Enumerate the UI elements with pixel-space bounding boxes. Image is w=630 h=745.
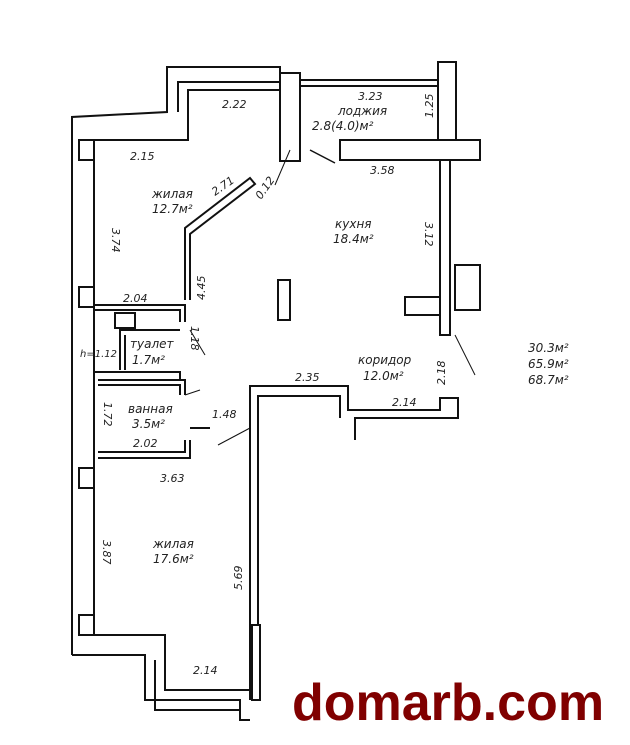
room-name: лоджия xyxy=(337,104,387,118)
room-area: 1.7м² xyxy=(132,353,165,367)
dimension: 2.71 xyxy=(209,174,237,199)
area-totals: 30.3м² 65.9м² 68.7м² xyxy=(528,341,569,387)
dimension: 2.35 xyxy=(295,371,320,384)
total-area-with-loggia: 68.7м² xyxy=(528,373,569,387)
room-name: туалет xyxy=(130,337,174,351)
dimension: 1.48 xyxy=(212,408,237,421)
dimension: 3.87 xyxy=(100,540,113,565)
dimension: 5.69 xyxy=(232,566,245,591)
room-area: 3.5м² xyxy=(132,417,165,431)
room-area: 18.4м² xyxy=(333,232,374,246)
dimension: 2.02 xyxy=(133,437,158,450)
dimension: 4.45 xyxy=(195,276,208,301)
dimension: 1.18 xyxy=(188,326,201,351)
dimension: 2.18 xyxy=(435,361,448,386)
room-name: жилая xyxy=(152,537,194,551)
room-labels: лоджия 2.8(4.0)м² жилая 12.7м² кухня 18.… xyxy=(128,104,412,566)
room-area: 17.6м² xyxy=(153,552,194,566)
dimension: 1.72 xyxy=(101,402,114,427)
dimension: h=1.12 xyxy=(80,349,117,360)
total-area: 65.9м² xyxy=(528,357,569,371)
dimension: 0.12 xyxy=(253,174,278,202)
room-area: 12.7м² xyxy=(152,202,193,216)
watermark-logo: domarb.com xyxy=(292,674,604,732)
dimension: 3.23 xyxy=(358,90,383,103)
dimension: 3.74 xyxy=(109,228,122,253)
room-area: 2.8(4.0)м² xyxy=(312,119,374,133)
living-area-total: 30.3м² xyxy=(528,341,569,355)
dimension: 3.12 xyxy=(422,222,435,247)
dimension: 3.58 xyxy=(370,164,395,177)
dimension: 2.14 xyxy=(392,396,417,409)
dimension: 2.04 xyxy=(123,292,148,305)
dimension: 2.15 xyxy=(130,150,155,163)
walls xyxy=(71,61,481,721)
dimension: 2.14 xyxy=(193,664,218,677)
dimension: 1.25 xyxy=(423,94,436,119)
dimension: 2.22 xyxy=(222,98,247,111)
room-name: кухня xyxy=(335,217,372,231)
dimension-labels: 2.22 3.23 1.25 2.15 3.58 2.71 0.12 3.74 … xyxy=(80,90,448,677)
room-area: 12.0м² xyxy=(363,369,404,383)
room-name: ванная xyxy=(128,402,173,416)
dimension: 3.63 xyxy=(160,472,185,485)
room-name: коридор xyxy=(358,353,412,367)
room-name: жилая xyxy=(151,187,193,201)
